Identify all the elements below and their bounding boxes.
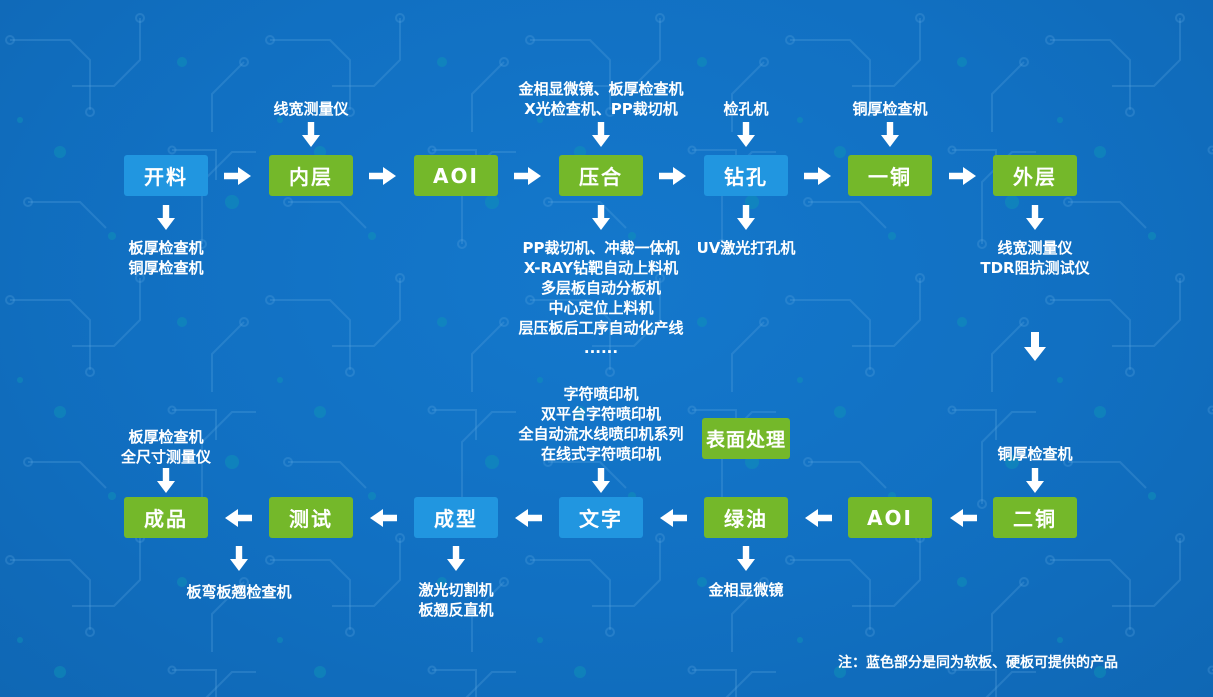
- arrow-right-icon: [369, 166, 397, 186]
- annotation-above-finished-1: 板厚检查机: [128, 428, 204, 446]
- annotation-above-finished-2: 全尺寸测量仪: [120, 448, 211, 466]
- arrow-down-icon: [301, 122, 321, 148]
- annotation-above-first-copper: 铜厚检查机: [852, 100, 928, 118]
- process-box-finished: 成品: [124, 497, 208, 538]
- arrow-right-icon: [659, 166, 687, 186]
- arrow-down-icon: [1025, 468, 1045, 494]
- arrow-down-icon: [880, 122, 900, 148]
- process-box-surface-treatment: 表面处理: [702, 418, 790, 459]
- annotation-above-text-2: 双平台字符喷印机: [540, 405, 661, 423]
- annotation-below-lamination-2: X-RAY钻靶自动上料机: [523, 259, 679, 277]
- arrow-down-icon: [736, 546, 756, 572]
- arrow-left-icon: [949, 508, 977, 528]
- annotation-below-forming-1: 激光切割机: [418, 581, 494, 599]
- process-box-solder-mask: 绿油: [704, 497, 788, 538]
- annotation-above-text-1: 字符喷印机: [563, 385, 639, 403]
- process-box-text-printing: 文字: [559, 497, 643, 538]
- annotation-below-lamination-5: 层压板后工序自动化产线: [518, 319, 684, 337]
- annotation-below-forming-2: 板翘反直机: [418, 601, 494, 619]
- annotation-below-lamination-6: ......: [583, 339, 619, 357]
- arrow-right-icon: [949, 166, 977, 186]
- arrow-right-icon: [224, 166, 252, 186]
- process-box-second-copper: 二铜: [993, 497, 1077, 538]
- process-box-aoi-bottom: AOI: [848, 497, 932, 538]
- annotation-below-solder-mask: 金相显微镜: [708, 581, 784, 599]
- arrow-down-icon: [156, 205, 176, 231]
- arrow-down-large-icon: [1023, 332, 1047, 362]
- process-box-drilling: 钻孔: [704, 155, 788, 196]
- process-box-testing: 测试: [269, 497, 353, 538]
- annotation-above-text-3: 全自动流水线喷印机系列: [518, 425, 684, 443]
- annotation-below-outer-2: TDR阻抗测试仪: [980, 259, 1090, 277]
- process-box-first-copper: 一铜: [848, 155, 932, 196]
- arrow-right-icon: [804, 166, 832, 186]
- process-box-outer-layer: 外层: [993, 155, 1077, 196]
- arrow-down-icon: [736, 122, 756, 148]
- annotation-above-text-4: 在线式字符喷印机: [540, 445, 661, 463]
- arrow-down-icon: [446, 546, 466, 572]
- process-box-inner-layer: 内层: [269, 155, 353, 196]
- process-box-cutting: 开料: [124, 155, 208, 196]
- legend-note: 注：蓝色部分是同为软板、硬板可提供的产品: [838, 655, 1118, 671]
- arrow-down-icon: [229, 546, 249, 572]
- annotation-below-lamination-3: 多层板自动分板机: [540, 279, 661, 297]
- arrow-down-icon: [591, 468, 611, 494]
- arrow-left-icon: [369, 508, 397, 528]
- process-box-forming: 成型: [414, 497, 498, 538]
- annotation-above-inner-layer: 线宽测量仪: [273, 100, 349, 118]
- arrow-down-icon: [591, 122, 611, 148]
- annotation-above-second-copper: 铜厚检查机: [997, 445, 1073, 463]
- arrow-left-icon: [224, 508, 252, 528]
- arrow-left-icon: [804, 508, 832, 528]
- arrow-down-icon: [591, 205, 611, 231]
- annotation-below-lamination-4: 中心定位上料机: [548, 299, 654, 317]
- arrow-down-icon: [736, 205, 756, 231]
- arrow-left-icon: [659, 508, 687, 528]
- process-box-lamination: 压合: [559, 155, 643, 196]
- arrow-left-icon: [514, 508, 542, 528]
- annotation-below-cutting-2: 铜厚检查机: [128, 259, 204, 277]
- process-box-aoi-top: AOI: [414, 155, 498, 196]
- annotation-above-lamination-1: 金相显微镜、板厚检查机: [518, 80, 684, 98]
- annotation-below-drilling: UV激光打孔机: [696, 239, 796, 257]
- annotation-below-outer-1: 线宽测量仪: [997, 239, 1073, 257]
- arrow-right-icon: [514, 166, 542, 186]
- arrow-down-icon: [156, 468, 176, 494]
- arrow-down-icon: [1025, 205, 1045, 231]
- annotation-below-cutting-1: 板厚检查机: [128, 239, 204, 257]
